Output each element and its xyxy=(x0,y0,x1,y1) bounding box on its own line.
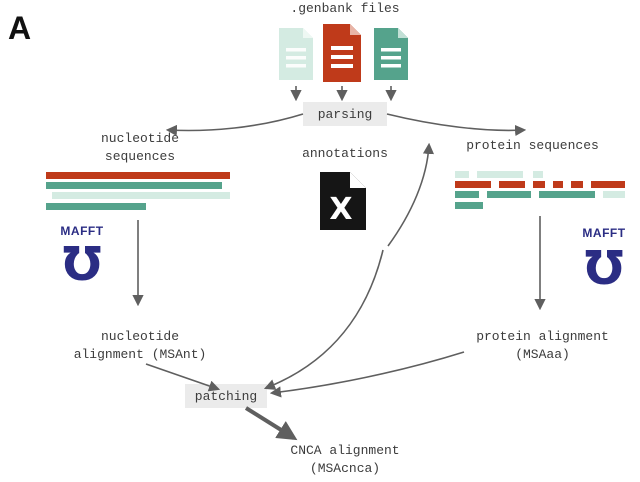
annotations-label: annotations xyxy=(302,146,388,161)
mafft-label-right: MAFFT xyxy=(582,226,626,240)
patching-step: patching xyxy=(185,384,267,408)
nucleotide-sequence-bars xyxy=(46,172,232,212)
arrow-msaaa-to-patching xyxy=(269,351,465,398)
parsing-step: parsing xyxy=(303,102,387,126)
arrow-annotations-to-patching xyxy=(263,249,384,390)
cnca-alignment-label: CNCA alignment (MSAcnca) xyxy=(290,443,400,476)
genbank-files-title: .genbank files xyxy=(290,1,400,16)
genbank-file-icon-teal xyxy=(374,28,408,80)
protein-sequences-label: protein sequences xyxy=(466,138,599,153)
arrow-parsing-to-nucleotide xyxy=(165,113,304,137)
mafft-logo-icon-left: Ω xyxy=(54,235,110,292)
panel-letter: A xyxy=(8,10,32,46)
omega-glyph: Ω xyxy=(62,235,102,289)
protein-sequence-bars xyxy=(455,171,629,211)
arrow-patching-to-cnca xyxy=(244,406,298,441)
genbank-file-icon-pale-green xyxy=(279,28,313,80)
svg-text:X: X xyxy=(329,192,352,227)
mafft-logo-icon-right: Ω xyxy=(576,239,632,296)
nucleotide-sequences-label: nucleotide sequences xyxy=(100,131,179,164)
genbank-file-icon-red xyxy=(323,24,361,82)
nucleotide-alignment-label: nucleotide alignment (MSAnt) xyxy=(73,329,207,362)
annotations-x-file-icon: X xyxy=(320,172,366,230)
mafft-label-left: MAFFT xyxy=(60,224,104,238)
omega-glyph: Ω xyxy=(584,239,624,293)
arrow-parsing-to-protein xyxy=(386,113,527,137)
protein-alignment-label: protein alignment (MSAaa) xyxy=(476,329,609,362)
